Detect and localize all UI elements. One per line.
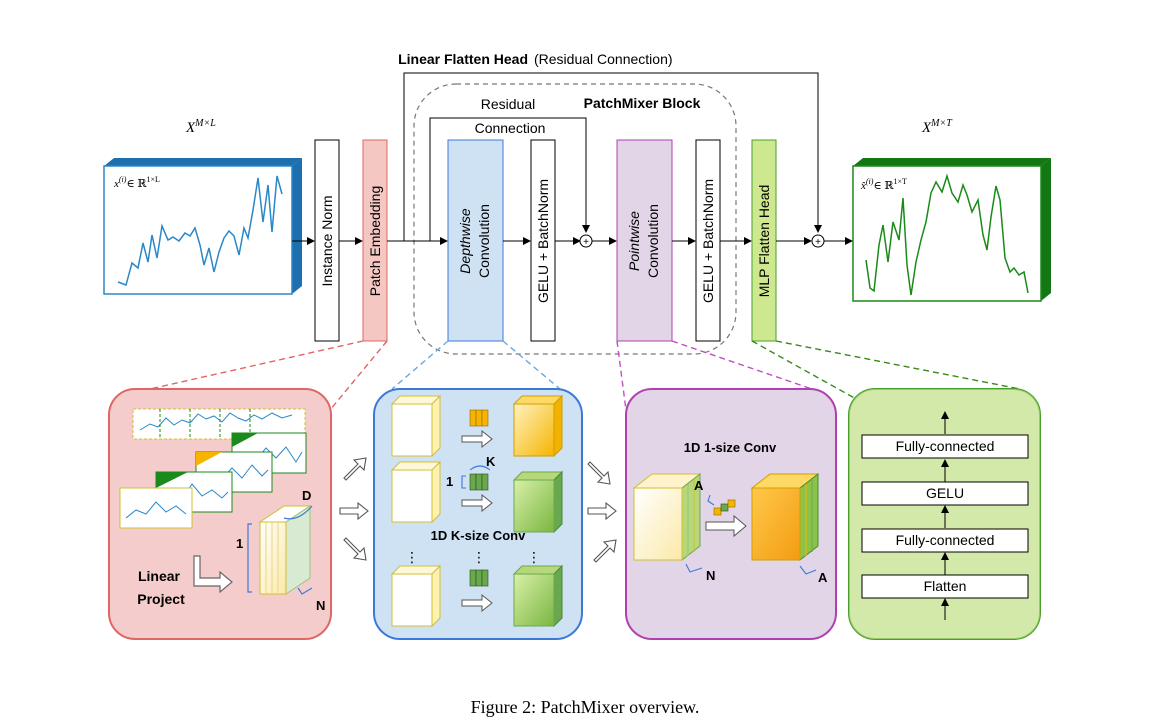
output-superscript: M×T (930, 118, 953, 129)
head-layer-gelu (861, 481, 1029, 506)
pointwise-panel: 1D 1-size Conv A N A (625, 388, 837, 640)
head-layer-gelu-label: GELU (926, 485, 964, 501)
depthwise-dots-2: ⋮ (472, 549, 486, 565)
output-series-domain: ∈ ℝ (873, 180, 894, 192)
output-series-panel: XM×T x̂(i)∈ ℝ1×T (852, 118, 1051, 302)
depthwise-conv-block (447, 139, 504, 342)
project-label: Project (137, 591, 185, 607)
patch-embedding-block (362, 139, 388, 342)
depthwise-K-label: K (486, 454, 496, 469)
patchmixer-block-outline (413, 83, 737, 355)
residual-label-line1: Residual (481, 96, 535, 112)
patchmixer-block-title: PatchMixer Block (584, 95, 701, 111)
pointwise-A-bottom: A (818, 570, 828, 585)
mlp-flatten-head-block (751, 139, 777, 342)
depthwise-panel: K 1 1D K-size Conv ⋮ ⋮ ⋮ (373, 388, 583, 640)
svg-text:x(i)∈ ℝ1×L: x(i)∈ ℝ1×L (113, 175, 160, 190)
flatten-head-note: (Residual Connection) (534, 51, 673, 67)
residual-label-line2: Connection (475, 120, 546, 136)
patch-embedding-label: Patch Embedding (367, 186, 383, 297)
output-symbol: X (921, 120, 932, 136)
pointwise-label-rest: Convolution (645, 204, 661, 278)
head-layer-fc-top (861, 434, 1029, 459)
head-layer-fc-bottom (861, 528, 1029, 553)
input-series-domain: ∈ ℝ (126, 178, 147, 190)
head-layer-fc-top-label: Fully-connected (896, 438, 995, 454)
gelu-batchnorm-block-2 (695, 139, 721, 342)
inner-residual-path (429, 117, 590, 241)
panel1-to-panel2-arrows (339, 457, 369, 561)
embed-1-label: 1 (236, 536, 243, 551)
gelu-batchnorm-block-1 (530, 139, 556, 342)
embed-D-label: D (302, 488, 311, 503)
output-series-sup: (i) (866, 177, 874, 186)
input-superscript: M×L (194, 118, 216, 129)
pointwise-panel-title: 1D 1-size Conv (684, 440, 777, 455)
pointwise-N-label: N (706, 568, 715, 583)
instance-norm-block (314, 139, 340, 342)
gelu-batchnorm-label-1: GELU + BatchNorm (535, 179, 551, 303)
linear-label: Linear (138, 568, 181, 584)
svg-text:+: + (583, 237, 589, 248)
depthwise-dots-1: ⋮ (405, 549, 419, 565)
output-series-domain-sup: 1×T (894, 177, 908, 186)
flatten-residual-path (403, 72, 822, 241)
figure-caption: Figure 2: PatchMixer overview. (470, 697, 700, 717)
svg-text:+: + (815, 237, 821, 248)
depthwise-label-rest: Convolution (476, 204, 492, 278)
gelu-batchnorm-label-2: GELU + BatchNorm (700, 179, 716, 303)
mlp-head-panel: Fully-connected GELU Fully-connected Fla… (848, 388, 1041, 640)
flatten-head-title: Linear Flatten Head (398, 51, 528, 67)
pointwise-A-top: A (694, 478, 704, 493)
embed-N-label: N (316, 598, 325, 613)
mlp-flatten-head-label: MLP Flatten Head (756, 185, 772, 298)
instance-norm-label: Instance Norm (319, 195, 335, 286)
depthwise-1-label: 1 (446, 474, 453, 489)
input-symbol: X (185, 120, 196, 136)
input-series-domain-sup: 1×L (147, 175, 161, 184)
pointwise-label-italic: Pointwise (626, 211, 642, 271)
input-series-line (117, 175, 283, 286)
pointwise-conv-block (616, 139, 673, 342)
output-series-line (865, 173, 1029, 296)
depthwise-panel-title: 1D K-size Conv (431, 528, 526, 543)
input-series-sup: (i) (119, 175, 127, 184)
head-layer-flatten-label: Flatten (924, 578, 967, 594)
depthwise-label-italic: Depthwise (457, 208, 473, 274)
svg-text:XM×T: XM×T (921, 118, 953, 136)
patch-embedding-panel: D 1 N Linear Project (108, 388, 332, 640)
output-series-label: x̂ (860, 180, 866, 192)
input-series-label: x (113, 178, 119, 190)
head-layer-fc-bottom-label: Fully-connected (896, 532, 995, 548)
panel2-to-panel3-arrows (587, 461, 617, 563)
input-series-panel: XM×L x(i)∈ ℝ1×L (103, 118, 302, 295)
head-layer-flatten (861, 574, 1029, 599)
depthwise-dots-3: ⋮ (527, 549, 541, 565)
svg-text:x̂(i)∈ ℝ1×T: x̂(i)∈ ℝ1×T (860, 177, 907, 192)
svg-text:XM×L: XM×L (185, 118, 216, 136)
